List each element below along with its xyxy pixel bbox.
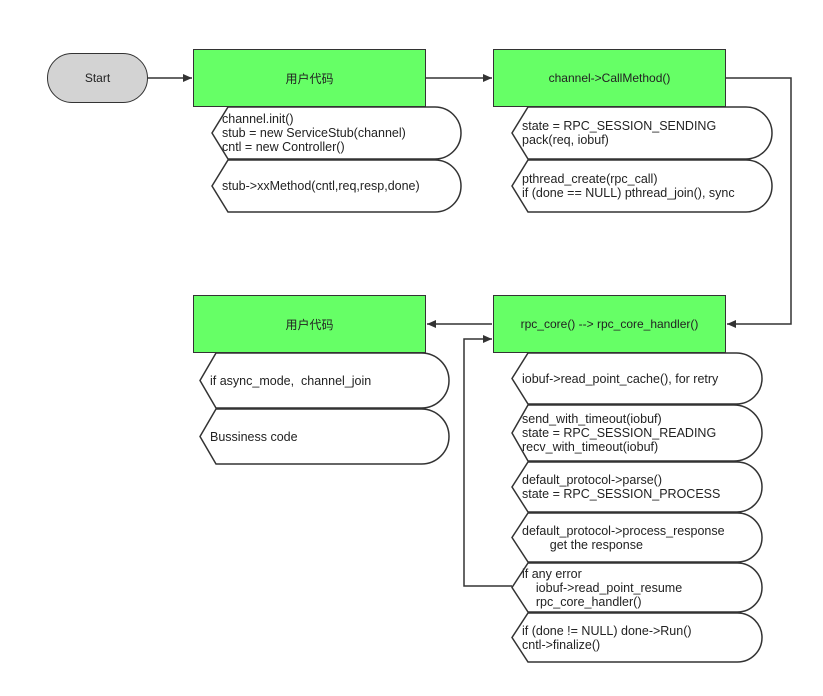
step-line: state = RPC_SESSION_READING: [522, 426, 717, 440]
step-line: if async_mode, channel_join: [210, 373, 372, 388]
step-shape: [199, 352, 450, 409]
step-line: iobuf->read_point_cache(), for retry: [522, 371, 719, 386]
step-line: if (done != NULL) done->Run(): [522, 623, 692, 638]
step-shape: [511, 352, 763, 405]
step-box: if async_mode, channel_join: [199, 352, 450, 409]
step-shape: [511, 404, 763, 462]
step-box: default_protocol->process_response get t…: [511, 512, 763, 563]
step-shape: [199, 408, 450, 465]
step-line: if any error: [522, 566, 582, 581]
step-text: if (done != NULL) done->Run()cntl->final…: [522, 613, 740, 662]
step-text: stub->xxMethod(cntl,req,resp,done): [222, 160, 439, 212]
step-shape: [511, 461, 763, 513]
step-line: get the response: [522, 537, 643, 552]
step-line: recv_with_timeout(iobuf): [522, 440, 659, 454]
step-text: iobuf->read_point_cache(), for retry: [522, 353, 740, 404]
step-box: default_protocol->parse()state = RPC_SES…: [511, 461, 763, 513]
start-node: Start: [47, 53, 148, 103]
step-shape: [211, 159, 462, 213]
step-shape: [511, 159, 773, 213]
step-box: if any error iobuf->read_point_resume rp…: [511, 562, 763, 613]
step-box: stub->xxMethod(cntl,req,resp,done): [211, 159, 462, 213]
step-line: state = RPC_SESSION_SENDING: [522, 119, 717, 133]
step-shape: [511, 106, 773, 160]
step-text: default_protocol->parse()state = RPC_SES…: [522, 462, 740, 512]
user-code-node-top: 用户代码: [193, 49, 426, 107]
call-method-node: channel->CallMethod(): [493, 49, 726, 107]
step-box: iobuf->read_point_cache(), for retry: [511, 352, 763, 405]
user-code-node-bottom: 用户代码: [193, 295, 426, 353]
arrow-error-retry-loop: [463, 335, 512, 587]
step-line: if (done == NULL) pthread_join(), sync: [522, 186, 735, 200]
step-shape: [211, 106, 462, 160]
step-line: cntl->finalize(): [522, 637, 601, 652]
step-line: iobuf->read_point_resume: [522, 580, 683, 595]
step-line: stub = new ServiceStub(channel): [222, 126, 406, 140]
step-text: Bussiness code: [210, 409, 427, 464]
rpc-core-node: rpc_core() --> rpc_core_handler(): [493, 295, 726, 353]
step-shape: [511, 562, 763, 613]
step-text: if any error iobuf->read_point_resume rp…: [522, 563, 740, 612]
step-line: cntl = new Controller(): [222, 140, 345, 154]
step-box: channel.init()stub = new ServiceStub(cha…: [211, 106, 462, 160]
step-line: channel.init(): [222, 112, 294, 126]
step-text: channel.init()stub = new ServiceStub(cha…: [222, 107, 439, 159]
step-box: if (done != NULL) done->Run()cntl->final…: [511, 612, 763, 663]
step-line: pack(req, iobuf): [522, 133, 609, 147]
step-line: Bussiness code: [210, 429, 298, 444]
step-box: Bussiness code: [199, 408, 450, 465]
step-text: if async_mode, channel_join: [210, 353, 427, 408]
step-line: rpc_core_handler(): [522, 594, 642, 609]
step-text: pthread_create(rpc_call)if (done == NULL…: [522, 160, 750, 212]
step-text: default_protocol->process_response get t…: [522, 513, 740, 562]
step-line: state = RPC_SESSION_PROCESS: [522, 487, 721, 501]
step-line: pthread_create(rpc_call): [522, 172, 658, 186]
step-box: send_with_timeout(iobuf)state = RPC_SESS…: [511, 404, 763, 462]
step-line: default_protocol->parse(): [522, 473, 663, 487]
step-text: send_with_timeout(iobuf)state = RPC_SESS…: [522, 405, 740, 461]
step-line: stub->xxMethod(cntl,req,resp,done): [222, 179, 420, 193]
step-shape: [511, 612, 763, 663]
arrow-call-method-to-rpc-core: [726, 77, 792, 328]
step-shape: [511, 512, 763, 563]
step-line: send_with_timeout(iobuf): [522, 412, 662, 426]
step-line: default_protocol->process_response: [522, 523, 725, 538]
step-box: pthread_create(rpc_call)if (done == NULL…: [511, 159, 773, 213]
